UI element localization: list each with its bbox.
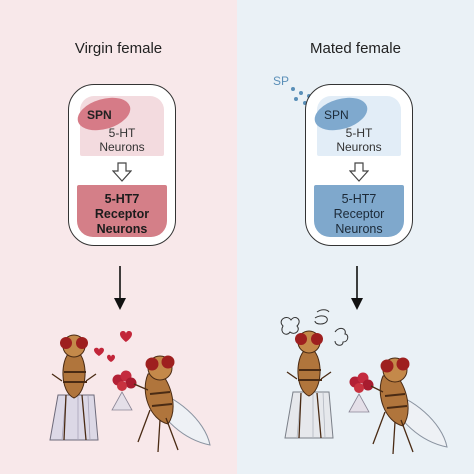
- mated-rejection-scene: [280, 309, 448, 455]
- mated-flow-arrow-icon: [351, 266, 363, 310]
- mated-neuron-circuit: SPN 5-HT Neurons 5-HT7 Receptor Neurons: [305, 84, 413, 246]
- mated-5ht7-text: 5-HT7: [341, 192, 377, 206]
- mated-female-title: Mated female: [310, 40, 401, 57]
- virgin-neurons-text: Neurons: [99, 140, 145, 154]
- virgin-down-arrow-icon: [112, 162, 132, 182]
- mated-male-fly-illustration: [348, 357, 448, 455]
- virgin-flow-arrow-icon: [114, 266, 126, 310]
- mated-spn-label: SPN: [324, 108, 349, 122]
- annoyance-scribble-icon: [280, 309, 349, 346]
- heart-icon: [94, 331, 132, 362]
- virgin-female-fly-illustration: [49, 334, 99, 441]
- virgin-receptor-text: Receptor: [94, 207, 150, 221]
- virgin-neuron-circuit: SPN 5-HT Neurons 5-HT7 Receptor Neurons: [68, 84, 176, 246]
- mated-5ht-neurons-label: 5-HT Neurons: [317, 126, 401, 154]
- sex-peptide-label: SP: [273, 74, 290, 88]
- virgin-courtship-scene: [49, 331, 211, 453]
- virgin-serotonin-neurons-box: SPN 5-HT Neurons: [73, 92, 164, 156]
- mated-female-panel: Mated female SP SPN 5-HT Neurons: [237, 0, 474, 474]
- mated-5ht-text: 5-HT: [345, 126, 373, 140]
- mated-serotonin-neurons-box: SPN 5-HT Neurons: [310, 92, 401, 156]
- mated-5ht7-receptor-box: 5-HT7 Receptor Neurons: [314, 185, 404, 237]
- virgin-male-fly-illustration: [111, 355, 211, 453]
- virgin-5ht-neurons-label: 5-HT Neurons: [80, 126, 164, 154]
- virgin-5ht7-text: 5-HT7: [104, 192, 140, 206]
- mated-female-fly-illustration: [284, 330, 334, 439]
- mated-receptor-text: Receptor: [333, 207, 385, 221]
- virgin-receptor-neurons-text: Neurons: [96, 222, 148, 236]
- mated-neurons-text: Neurons: [336, 140, 382, 154]
- virgin-female-panel: Virgin female SPN 5-HT Neurons 5-HT7 Rec…: [0, 0, 237, 474]
- mated-5ht7-label: 5-HT7 Receptor Neurons: [314, 192, 404, 237]
- virgin-5ht7-receptor-box: 5-HT7 Receptor Neurons: [77, 185, 167, 237]
- virgin-5ht-text: 5-HT: [108, 126, 136, 140]
- mated-receptor-neurons-text: Neurons: [335, 222, 383, 236]
- virgin-5ht7-label: 5-HT7 Receptor Neurons: [77, 192, 167, 237]
- virgin-female-title: Virgin female: [74, 40, 163, 57]
- virgin-spn-label: SPN: [87, 108, 112, 122]
- mated-down-arrow-icon: [349, 162, 369, 182]
